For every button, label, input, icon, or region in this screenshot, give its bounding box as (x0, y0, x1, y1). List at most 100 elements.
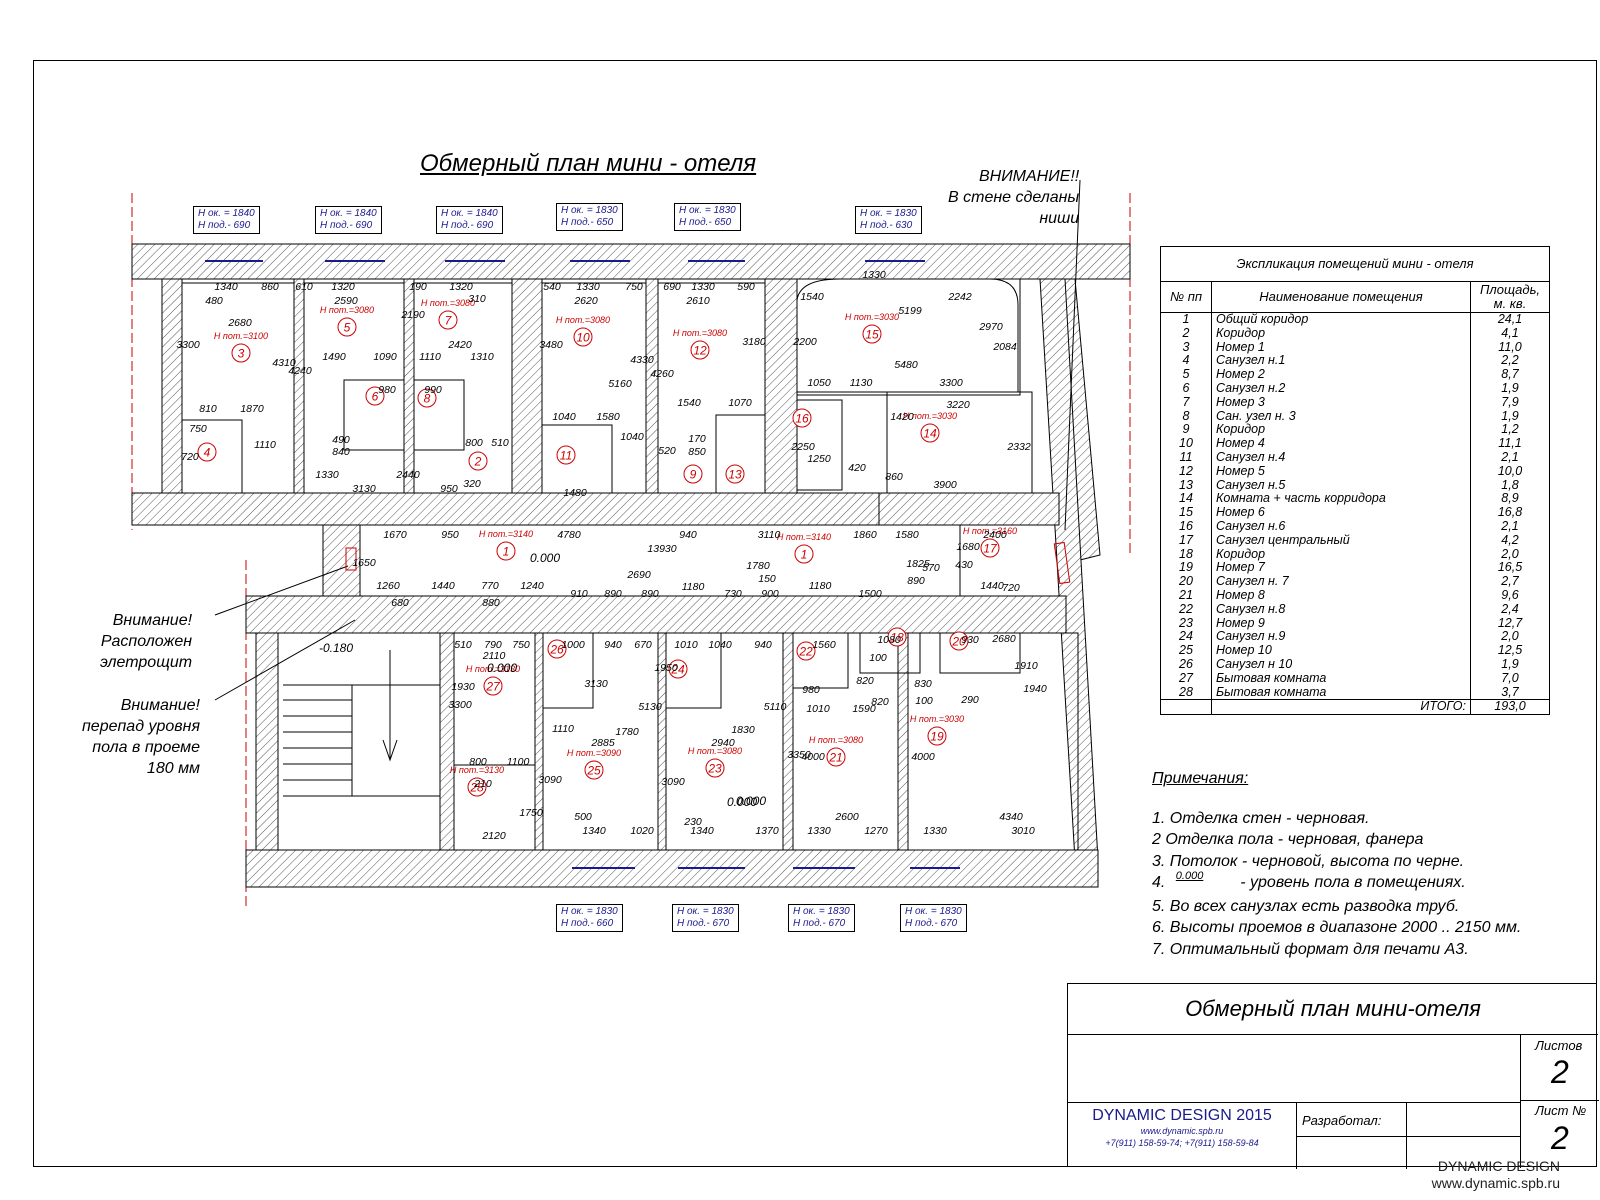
dimension-label: 1420 (890, 411, 914, 423)
row-area: 2,0 (1470, 630, 1550, 645)
room-marker-circle (826, 747, 846, 767)
room-marker-circle (927, 726, 947, 746)
dimension-label: 730 (724, 588, 742, 600)
firm-block: DYNAMIC DESIGN 2015 www.dynamic.spb.ru +… (1068, 1102, 1297, 1169)
dimension-label: 2680 (991, 633, 1016, 645)
dimension-label: 210 (473, 778, 492, 790)
window-height: Н ок. = 1840 (198, 208, 255, 219)
watermark-line: www.dynamic.spb.ru (1431, 1175, 1560, 1191)
dimension-label: 1590 (852, 703, 876, 715)
dimension-label: 770 (481, 580, 499, 592)
window-height: Н ок. = 1840 (441, 208, 498, 219)
row-area: 2,1 (1470, 450, 1550, 465)
dimension-label: 800 (469, 756, 487, 768)
dimension-label: 570 (922, 562, 940, 574)
room-marker-circle (949, 631, 969, 651)
room-marker-circle (862, 324, 882, 344)
dimension-label: 480 (205, 295, 223, 307)
ceiling-height: Н пот.=3030 (845, 312, 899, 322)
dimension-label: 3300 (448, 699, 472, 711)
row-area: 10,0 (1470, 464, 1550, 479)
row-number: 14 (1160, 492, 1212, 507)
dimension-label: 1020 (630, 825, 654, 837)
room-marker-circle (725, 464, 745, 484)
row-name: Номер 7 (1211, 561, 1471, 576)
top-warning-line: В стене сделаны (948, 189, 1080, 206)
row-area: 12,5 (1470, 643, 1550, 658)
dimension-label: 1100 (507, 756, 530, 768)
floor-level-label: 0.000 (727, 795, 757, 809)
dimension-label: 1680 (956, 541, 980, 553)
row-name: Санузел н.5 (1211, 478, 1471, 493)
dimension-label: 2120 (481, 830, 506, 842)
room-marker-circle (496, 541, 516, 561)
dimension-label: 4000 (911, 751, 935, 763)
row-area: 1,8 (1470, 478, 1550, 493)
dimension-label: 1050 (807, 377, 831, 389)
row-area: 16,8 (1470, 505, 1550, 520)
room-marker-circle (231, 343, 251, 363)
note-item: 5. Во всех санузлах есть разводка труб. (1152, 897, 1460, 915)
electric-panel-note: Внимание! Расположен элетрощит (100, 610, 192, 673)
dimension-label: 810 (199, 403, 217, 415)
dimension-label: 2110 (482, 650, 506, 662)
dimension-label: 1320 (449, 281, 473, 293)
dimension-label: 5110 (764, 701, 787, 713)
room-number: 21 (828, 751, 842, 765)
dimension-label: 4330 (630, 354, 654, 366)
dimension-label: 1480 (563, 487, 587, 499)
watermark: DYNAMIC DESIGN www.dynamic.spb.ru (1432, 1158, 1560, 1192)
dimension-label: 490 (332, 434, 350, 446)
dimension-label: 1320 (331, 281, 355, 293)
room-marker-circle (980, 538, 1000, 558)
dimension-label: 13930 (647, 543, 676, 555)
row-name: Сан. узел н. 3 (1211, 409, 1471, 424)
row-name: Номер 5 (1211, 464, 1471, 479)
room-marker-circle (584, 760, 604, 780)
dimension-label: 1860 (853, 529, 877, 541)
dimension-label: 750 (625, 281, 643, 293)
dimension-label: 2440 (395, 469, 420, 481)
room-marker-circle (417, 388, 437, 408)
dimension-label: 1110 (419, 351, 441, 363)
dimension-label: 500 (574, 811, 592, 823)
dimension-label: 980 (802, 684, 820, 696)
room-marker-circle (705, 758, 725, 778)
dimension-label: 510 (491, 437, 509, 449)
ceiling-height: Н пот.=3130 (450, 765, 504, 775)
dimension-label: 290 (960, 694, 979, 706)
room-marker-circle (683, 464, 703, 484)
sill-height: Н под.- 690 (198, 220, 251, 231)
dimension-label: 2970 (978, 321, 1003, 333)
room-marker-circle (438, 310, 458, 330)
ceiling-height: Н пот.=3140 (777, 532, 831, 542)
row-area: 2,4 (1470, 602, 1550, 617)
dimension-label: 670 (634, 639, 652, 651)
firm-name: DYNAMIC DESIGN 2015 (1092, 1107, 1272, 1124)
row-name: Бытовая комната (1211, 685, 1471, 700)
row-name: Санузел н.4 (1211, 450, 1471, 465)
dimension-label: 940 (604, 639, 622, 651)
floor-level-label: 0.000 (736, 794, 766, 808)
dimension-label: 3010 (1011, 825, 1035, 837)
room-number: 18 (890, 631, 904, 645)
room-number: 11 (560, 449, 572, 463)
total-value: 193,0 (1470, 699, 1550, 715)
row-area: 1,9 (1470, 409, 1550, 424)
room-number: 10 (576, 331, 590, 345)
row-number: 13 (1160, 478, 1212, 493)
dimension-label: 1500 (858, 588, 882, 600)
dimension-label: 2690 (626, 569, 651, 581)
room-marker-circle (468, 451, 488, 471)
dimension-label: 900 (761, 588, 779, 600)
note-line: перепад уровня (82, 718, 200, 735)
row-area: 12,7 (1470, 616, 1550, 631)
room-number: 1 (503, 545, 510, 559)
title-block: Обмерный план мини-отеля Листов 2 Лист №… (1067, 983, 1599, 1169)
dimension-label: 1330 (315, 469, 339, 481)
